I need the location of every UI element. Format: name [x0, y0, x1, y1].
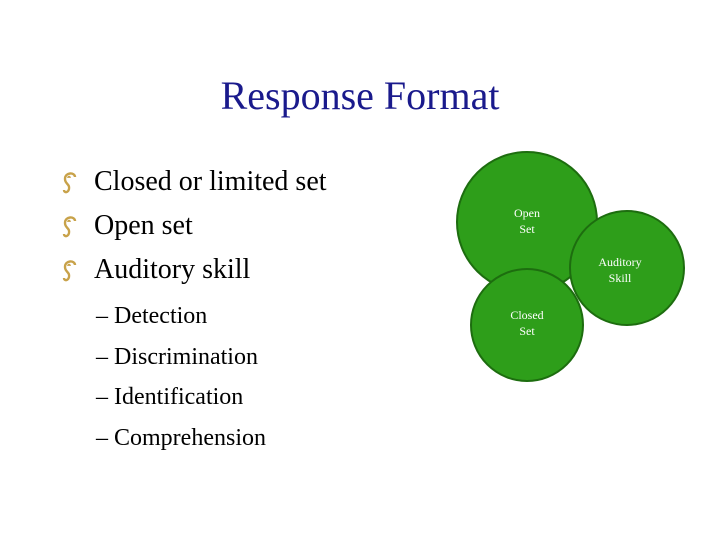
auditory-skill-label-line1: Auditory: [598, 255, 641, 269]
sub-bullet-item: – Discrimination: [96, 343, 258, 370]
ear-icon: [62, 216, 77, 238]
open-set-label-line1: Open: [514, 206, 540, 220]
sub-bullet-list: – Detection – Discrimination – Identific…: [96, 296, 266, 458]
open-set-label-line2: Set: [519, 222, 535, 236]
auditory-skill-circle: [569, 210, 685, 326]
sub-bullet-item: – Comprehension: [96, 424, 266, 451]
closed-set-label-line2: Set: [519, 324, 535, 338]
bullet-label: Auditory skill: [94, 254, 251, 285]
slide-title: Response Format: [220, 73, 500, 118]
sub-bullet-item: – Identification: [96, 384, 244, 410]
sub-bullet-item: – Detection: [96, 303, 208, 329]
ear-icon: [62, 172, 77, 194]
auditory-skill-label-line2: Skill: [609, 271, 632, 285]
closed-set-circle: [470, 268, 584, 382]
bullet-label: Open set: [94, 210, 193, 241]
bullet-label: Closed or limited set: [94, 166, 327, 197]
ear-icon: [62, 260, 77, 282]
closed-set-label-line1: Closed: [510, 308, 543, 322]
